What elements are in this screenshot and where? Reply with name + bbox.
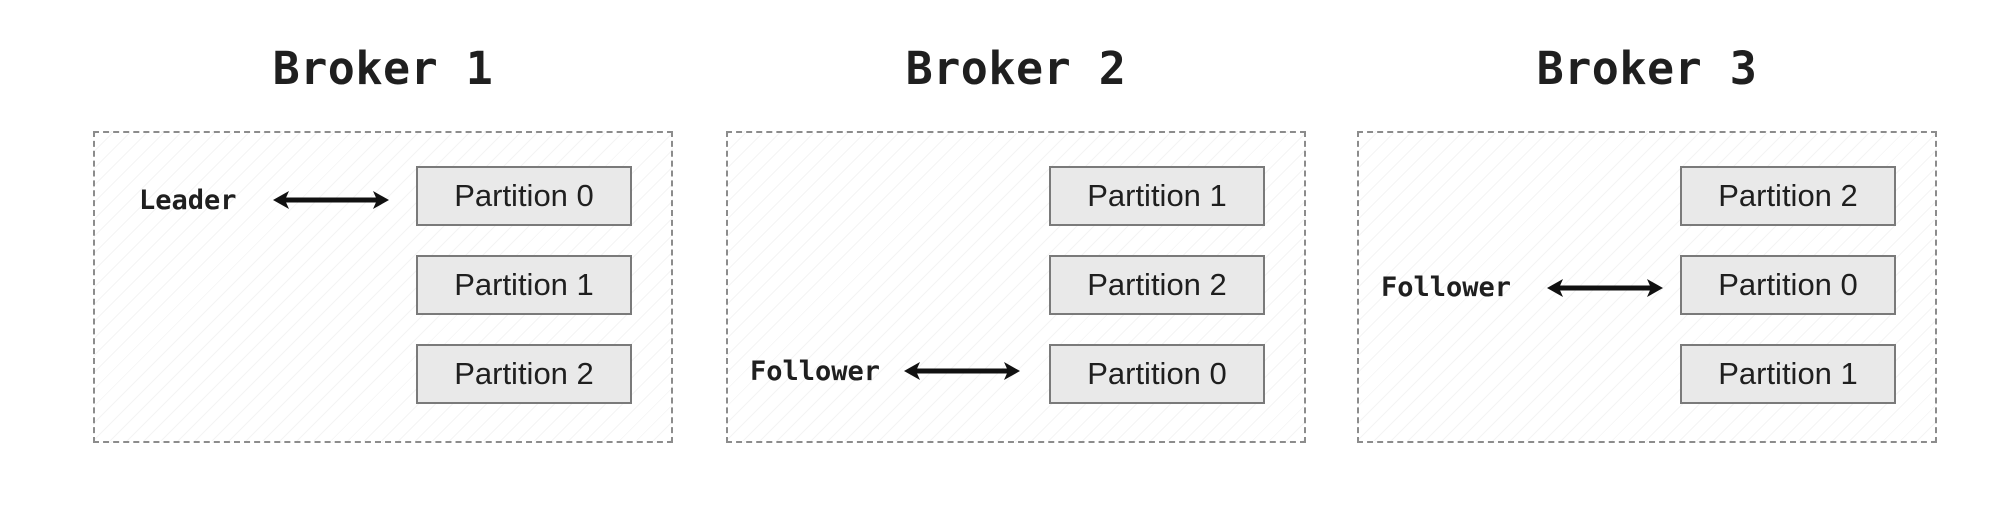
double-headed-arrow-icon (904, 362, 1020, 380)
partition-box: Partition 1 (416, 255, 632, 315)
broker-title: Broker 2 (905, 42, 1127, 95)
partition-box: Partition 2 (1049, 255, 1265, 315)
broker-box: Leader Partition 0 Partition 1 Partition… (93, 131, 673, 443)
partition-box: Partition 2 (416, 344, 632, 404)
double-headed-arrow-icon (1547, 279, 1663, 297)
broker-title: Broker 3 (1536, 42, 1758, 95)
role-label-follower: Follower (1381, 272, 1512, 303)
partition-box: Partition 1 (1680, 344, 1896, 404)
partition-box: Partition 0 (1680, 255, 1896, 315)
partition-box: Partition 2 (1680, 166, 1896, 226)
role-label-follower: Follower (750, 356, 881, 387)
broker-box: Partition 1 Partition 2 Partition 0 Foll… (726, 131, 1306, 443)
broker-box: Partition 2 Follower Partition 0 Partiti… (1357, 131, 1937, 443)
double-headed-arrow-icon (273, 191, 389, 209)
partition-box: Partition 1 (1049, 166, 1265, 226)
broker-3: Broker 3 Partition 2 Follower Partition … (1357, 0, 1937, 508)
broker-title: Broker 1 (272, 42, 494, 95)
partition-box: Partition 0 (416, 166, 632, 226)
broker-2: Broker 2 Partition 1 Partition 2 Partiti… (726, 0, 1306, 508)
partition-box: Partition 0 (1049, 344, 1265, 404)
role-label-leader: Leader (139, 185, 237, 216)
broker-1: Broker 1 Leader Partition 0 Partition 1 … (93, 0, 673, 508)
